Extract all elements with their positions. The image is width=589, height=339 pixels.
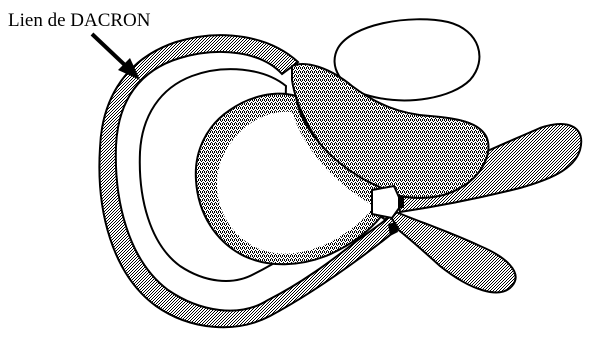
dacron-ligament-label: Lien de DACRON	[8, 10, 150, 32]
marker-upper	[398, 196, 404, 208]
lower-ligament	[380, 212, 516, 292]
callout-arrow-line	[92, 34, 128, 68]
